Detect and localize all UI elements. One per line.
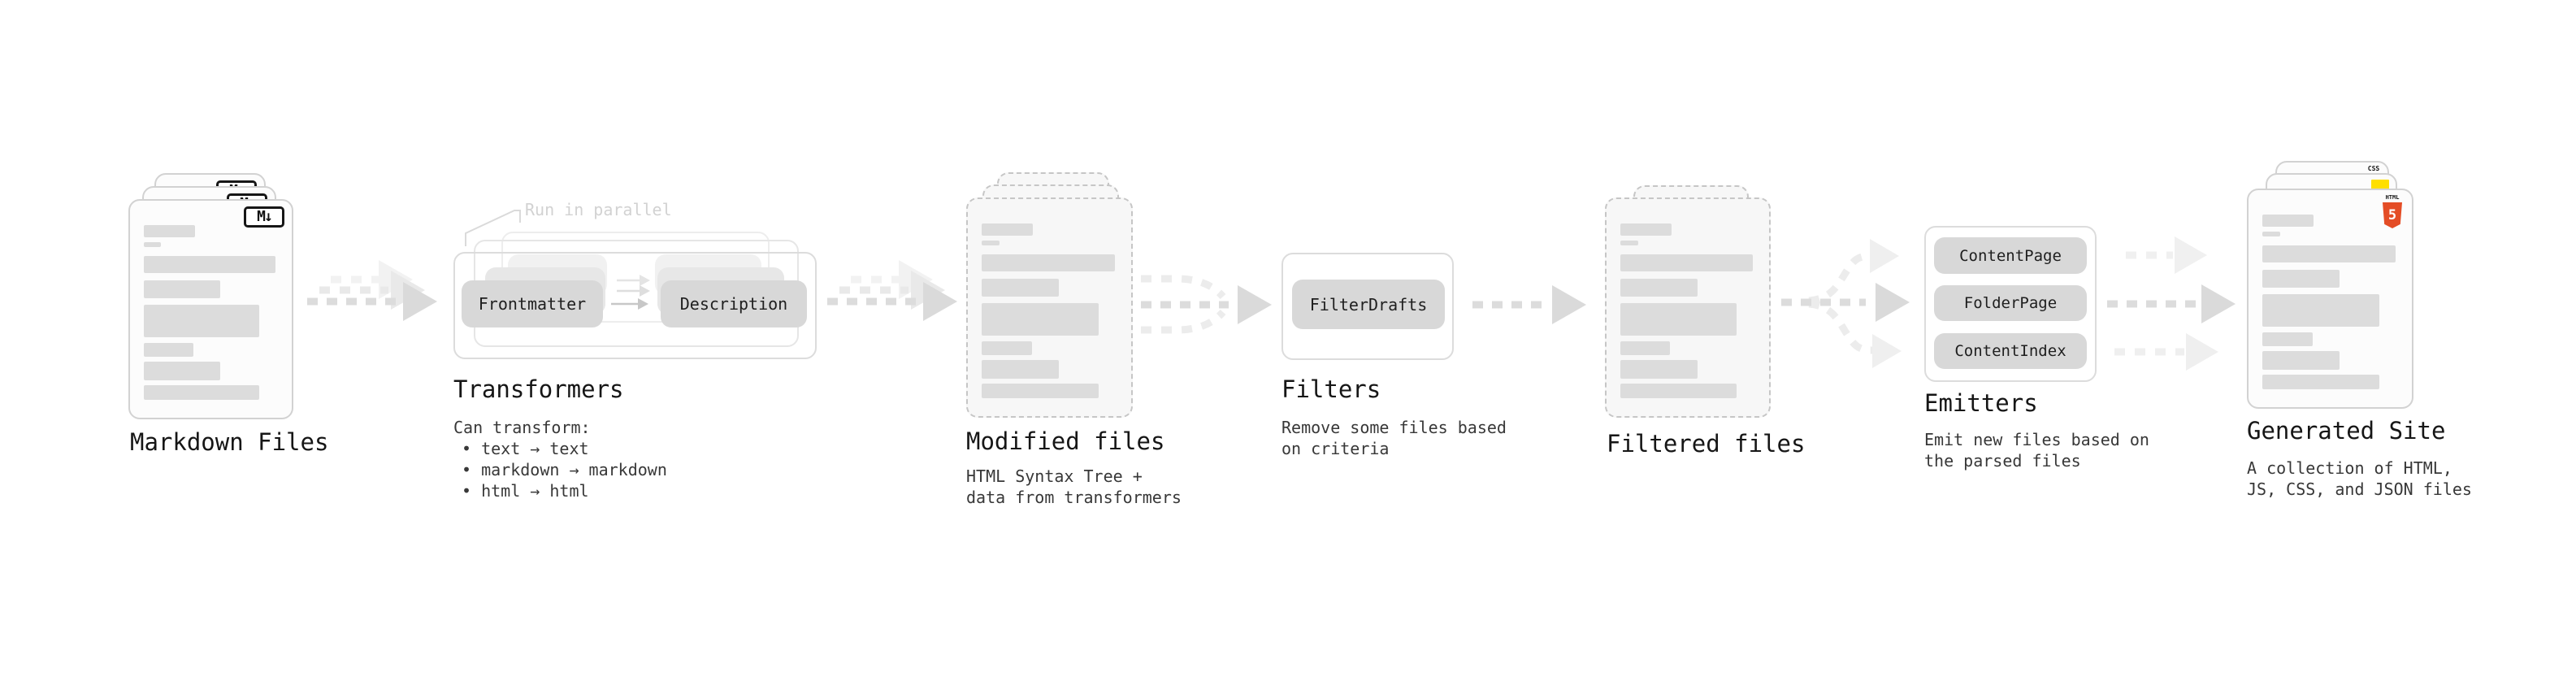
filtered-files-title: Filtered files: [1607, 430, 1806, 458]
text-placeholder-bar: [144, 256, 275, 273]
markdown-icon: M↓: [244, 206, 284, 228]
subtitle-line: A collection of HTML,: [2247, 458, 2452, 478]
frontmatter-chip: Frontmatter: [462, 280, 603, 327]
text-placeholder-bars: [982, 199, 1117, 416]
generated-site-title: Generated Site: [2247, 417, 2446, 445]
text-placeholder-bar: [2262, 215, 2314, 227]
text-placeholder-bar: [2262, 351, 2340, 370]
text-placeholder-bar: [2262, 245, 2396, 262]
text-placeholder-bar: [1620, 303, 1737, 336]
text-placeholder-bar: [144, 280, 221, 298]
description-chip: Description: [661, 280, 807, 327]
text-placeholder-bar: [144, 225, 195, 237]
subtitle-line: on criteria: [1281, 439, 1390, 458]
text-placeholder-bar: [1620, 223, 1672, 236]
run-in-parallel-label: Run in parallel: [525, 200, 672, 219]
modified-file-card-front: [966, 197, 1133, 418]
filtered-file-card-front: [1605, 197, 1771, 418]
subtitle-line: data from transformers: [966, 488, 1182, 507]
text-placeholder-bars: [1620, 199, 1755, 416]
transformer-frame-front: [453, 252, 817, 359]
emitters-subtitle: Emit new files based on the parsed files: [1924, 429, 2149, 471]
text-placeholder-bar: [982, 279, 1060, 297]
text-placeholder-bar: [2262, 294, 2379, 327]
text-placeholder-bar: [2262, 332, 2313, 346]
html5-number: 5: [2387, 207, 2397, 223]
text-placeholder-bar: [982, 360, 1060, 379]
html5-icon-label: HTML: [2385, 194, 2400, 201]
stage-emitters: ContentPage FolderPage ContentIndex Emit…: [1924, 226, 2149, 486]
arrow-transformers-to-modified: [827, 260, 957, 321]
modified-files-subtitle: HTML Syntax Tree + data from transformer…: [966, 466, 1182, 508]
stage-transformers: Run in parallel Frontmatter Description …: [453, 201, 835, 510]
css-icon-label: CSS: [2367, 165, 2380, 172]
text-placeholder-bar: [144, 385, 259, 400]
transformers-description: Can transform: • text → text • markdown …: [453, 417, 667, 501]
content-index-chip: ContentIndex: [1934, 333, 2087, 369]
text-placeholder-bar: [2262, 375, 2379, 389]
text-placeholder-bar: [1620, 384, 1737, 398]
content-page-chip: ContentPage: [1934, 237, 2087, 274]
subtitle-line: HTML Syntax Tree +: [966, 466, 1143, 486]
text-placeholder-bar: [982, 303, 1099, 336]
filters-subtitle: Remove some files based on criteria: [1281, 417, 1507, 459]
js-file-icon: [2371, 180, 2389, 191]
stage-filtered-files: Filtered files: [1605, 185, 1816, 478]
text-placeholder-bars: [144, 201, 278, 418]
text-placeholder-bar: [144, 343, 194, 357]
text-placeholder-bar: [144, 242, 162, 247]
transform-bullet: • markdown → markdown: [462, 460, 667, 479]
transform-bullet: • text → text: [462, 439, 589, 458]
html5-shield: 5: [2383, 202, 2402, 228]
text-placeholder-bar: [1620, 360, 1698, 379]
transformers-title: Transformers: [453, 375, 624, 403]
text-placeholder-bars: [2262, 190, 2398, 407]
filters-title: Filters: [1281, 375, 1381, 403]
text-placeholder-bar: [144, 362, 221, 380]
text-placeholder-bar: [1620, 241, 1638, 245]
text-placeholder-bar: [1620, 341, 1671, 355]
text-placeholder-bar: [982, 341, 1032, 355]
text-placeholder-bar: [1620, 279, 1698, 297]
subtitle-line: Remove some files based: [1281, 418, 1507, 437]
text-placeholder-bar: [144, 305, 259, 337]
text-placeholder-bar: [1620, 254, 1753, 271]
subtitle-line: Emit new files based on: [1924, 430, 2149, 449]
stage-markdown-files: M↓ M↓ M↓ Markdown Files: [128, 173, 340, 466]
can-transform-heading: Can transform:: [453, 418, 591, 437]
text-placeholder-bar: [2262, 270, 2340, 288]
text-placeholder-bar: [982, 223, 1034, 236]
stage-filters: FilterDrafts Filters Remove some files b…: [1281, 253, 1507, 480]
generated-site-subtitle: A collection of HTML, JS, CSS, and JSON …: [2247, 458, 2472, 500]
text-placeholder-bar: [982, 241, 1000, 245]
stage-modified-files: Modified files HTML Syntax Tree + data f…: [966, 172, 1182, 514]
text-placeholder-bar: [2262, 232, 2280, 236]
filter-drafts-chip: FilterDrafts: [1292, 280, 1445, 329]
subtitle-line: the parsed files: [1924, 451, 2081, 471]
markdown-file-card-front: M↓: [128, 199, 293, 419]
subtitle-line: JS, CSS, and JSON files: [2247, 479, 2472, 499]
markdown-files-title: Markdown Files: [130, 428, 329, 456]
generated-file-card-front: HTML 5: [2247, 189, 2413, 409]
text-placeholder-bar: [982, 384, 1099, 398]
folder-page-chip: FolderPage: [1934, 285, 2087, 321]
modified-files-title: Modified files: [966, 427, 1165, 455]
transform-bullet: • html → html: [462, 481, 589, 501]
stage-generated-site: CSS HTML 5 Generated Site A collection o…: [2247, 161, 2474, 502]
html5-file-icon: HTML 5: [2382, 194, 2403, 228]
text-placeholder-bar: [982, 254, 1115, 271]
emitters-title: Emitters: [1924, 389, 2038, 417]
